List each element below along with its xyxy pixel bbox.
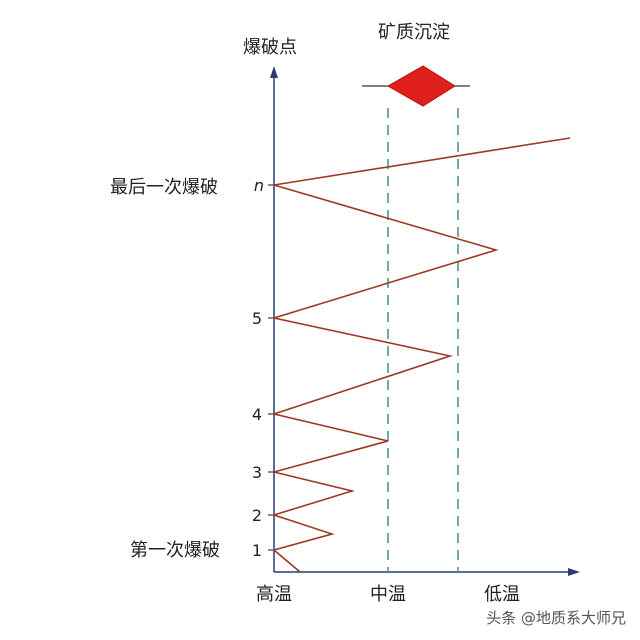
temperature-zigzag-line xyxy=(270,137,571,573)
y-tick-label-5: 5 xyxy=(252,309,262,328)
first-blast-label: 第一次爆破 xyxy=(130,540,220,561)
x-label-low-temp: 低温 xyxy=(484,584,520,605)
y-tick-label-4: 4 xyxy=(252,405,262,424)
y-axis-arrow xyxy=(270,66,278,78)
y-tick-label-2: 2 xyxy=(252,506,262,525)
x-axis-arrow xyxy=(568,568,580,576)
y-tick-label-n: n xyxy=(254,176,264,195)
y-tick-label-1: 1 xyxy=(252,541,262,560)
x-label-mid-temp: 中温 xyxy=(370,584,406,605)
y-tick-label-3: 3 xyxy=(252,463,262,482)
deposition-diamond xyxy=(386,65,456,107)
deposition-title: 矿质沉淀 xyxy=(378,22,450,43)
watermark: 头条 @地质系大师兄 xyxy=(486,609,626,627)
x-label-high-temp: 高温 xyxy=(256,584,292,605)
y-axis-title: 爆破点 xyxy=(243,37,297,58)
y-ticks xyxy=(268,184,274,551)
last-blast-label: 最后一次爆破 xyxy=(110,177,218,198)
